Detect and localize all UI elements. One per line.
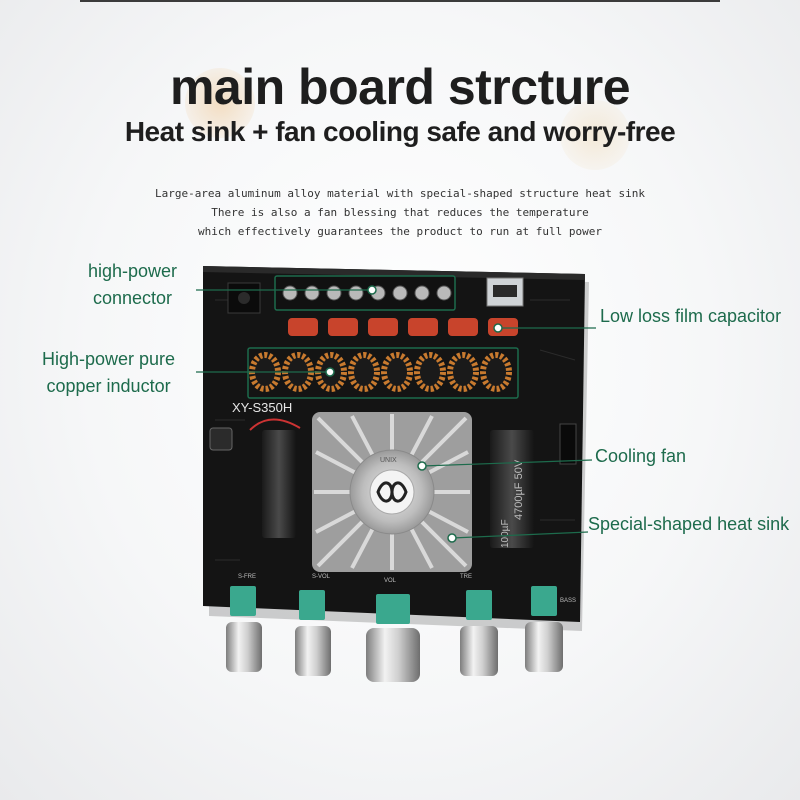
small-capacitor	[209, 427, 233, 451]
knob-vol	[366, 594, 420, 682]
knob-label: TRE	[460, 574, 472, 580]
high-power-connector	[274, 275, 456, 311]
cooling-fan: UNIX	[349, 449, 435, 535]
knob-tre	[460, 590, 498, 676]
light-glow	[185, 68, 255, 138]
left-electrolytic-capacitor	[249, 418, 301, 538]
callout-text: High-power pure	[42, 349, 176, 369]
capacitor-rating-label: 100µF	[500, 519, 511, 548]
callout-heatsink: Special-shaped heat sink	[588, 514, 790, 534]
right-electrolytic-capacitor: 4700µF 50V 100µF	[490, 430, 534, 548]
callout-text: copper inductor	[46, 376, 171, 396]
board-edge	[203, 266, 585, 280]
knob-bass	[525, 586, 563, 672]
inductor-group-frame	[247, 347, 519, 399]
description: Large-area aluminum alloy material with …	[0, 184, 800, 241]
knob-label: BASS	[560, 598, 576, 604]
knob-label: S-VOL	[312, 574, 331, 580]
knob-s-fre	[226, 586, 262, 672]
callout-inductor: High-power pure copper inductor	[42, 346, 175, 400]
film-capacitors	[288, 318, 518, 336]
side-connector	[559, 423, 577, 465]
callout-capacitor: Low loss film capacitor	[600, 306, 782, 326]
callout-leaders	[196, 289, 596, 539]
page-subtitle: Heat sink + fan cooling safe and worry-f…	[124, 116, 676, 147]
description-line: which effectively guarantees the product…	[198, 225, 602, 238]
callout-dots	[325, 285, 503, 543]
board-traces	[215, 299, 576, 561]
capacitor-rating-label: 4700µF 50V	[513, 459, 525, 520]
fan-logo-icon	[376, 481, 408, 503]
knob-s-vol	[295, 590, 331, 676]
callout-text: high-power	[88, 261, 178, 281]
page-title: main board strcture	[169, 59, 631, 115]
knob-label: VOL	[384, 578, 397, 584]
fan-brand-label: UNIX	[380, 457, 397, 464]
callout-fan: Cooling fan	[595, 446, 687, 466]
light-glow	[560, 100, 630, 170]
board-model-label: XY-S350H	[232, 400, 292, 415]
description-line: There is also a fan blessing that reduce…	[211, 206, 589, 219]
top-border-line	[80, 0, 720, 2]
callout-text: connector	[93, 288, 173, 308]
callout-connector: high-power connector	[88, 258, 177, 312]
description-line: Large-area aluminum alloy material with …	[154, 187, 646, 200]
knob-label: S-FRE	[238, 574, 256, 580]
